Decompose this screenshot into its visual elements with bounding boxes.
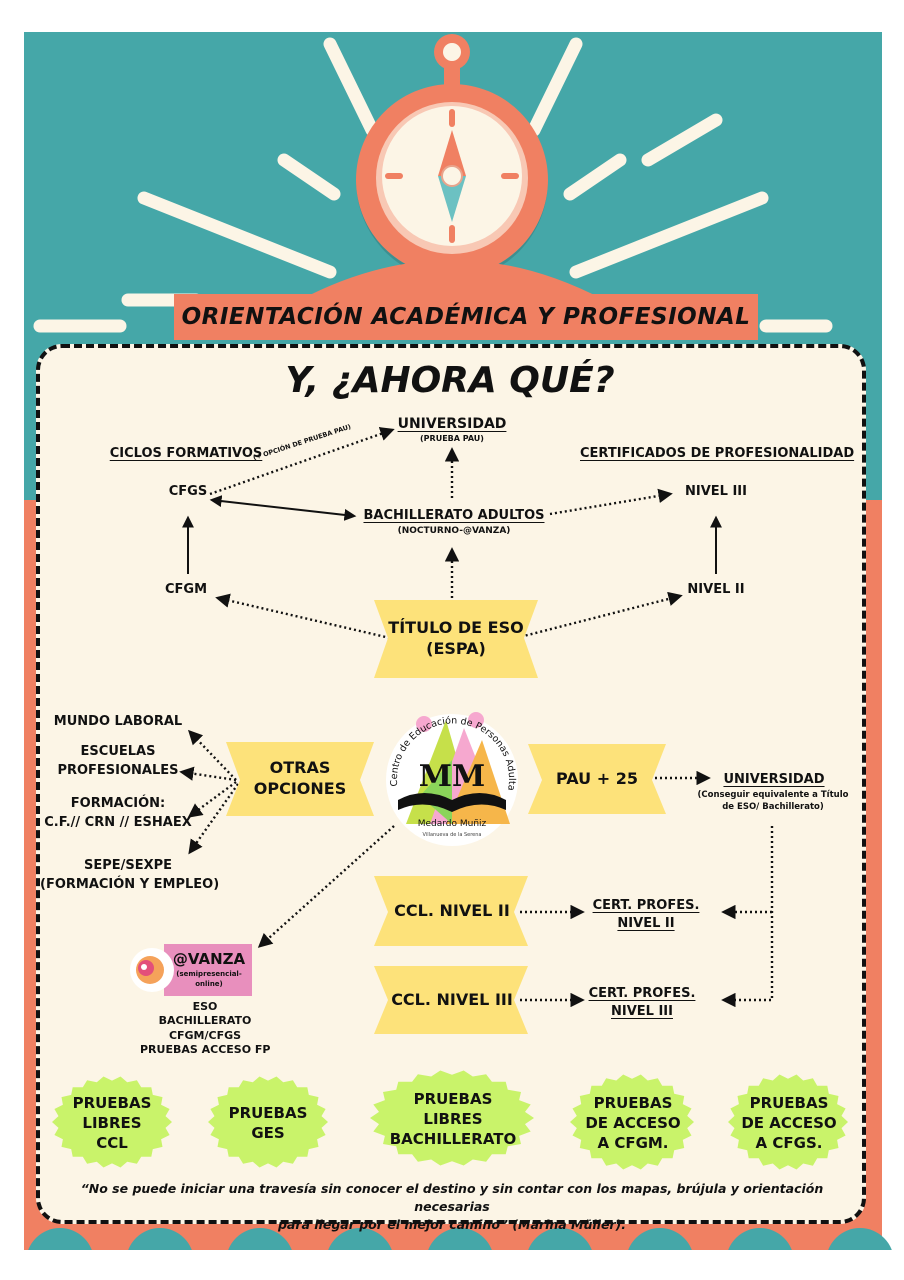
sepe-line1: SEPE/SEXPE — [83, 858, 173, 873]
pruebas-line: CCL — [96, 1134, 128, 1153]
pruebas-line: PRUEBAS — [593, 1093, 673, 1112]
otras-line1: OTRAS — [269, 758, 331, 778]
burst-cfgs — [728, 1074, 848, 1170]
arrow-cfgs-universidad — [209, 427, 395, 496]
vanza-item: BACHILLERATO — [158, 1014, 252, 1028]
logo-town: Villanueva de la Serena — [423, 832, 482, 838]
arrow-otras-escuelas — [179, 766, 237, 782]
pruebas-line: BACHILLERATO — [389, 1130, 517, 1149]
nivel3-label: NIVEL III — [685, 484, 747, 499]
arrow-bachillerato-nivel3 — [549, 488, 673, 516]
sun-rays — [33, 37, 833, 333]
titulo-eso-text: TÍTULO DE ESO (ESPA) — [384, 608, 528, 670]
title-banner: ORIENTACIÓN ACADÉMICA Y PROFESIONAL — [174, 294, 758, 340]
pruebas-line: LIBRES — [82, 1113, 142, 1132]
pruebas-line: A CFGM. — [597, 1134, 669, 1153]
pau25-text: PAU + 25 — [556, 768, 638, 788]
vanza-title: @VANZA — [172, 950, 246, 968]
pruebas-line: PRUEBAS — [72, 1093, 152, 1112]
page-title: ORIENTACIÓN ACADÉMICA Y PROFESIONAL — [181, 304, 751, 330]
pruebas-line: LIBRES — [423, 1109, 483, 1128]
ciclos-formativos-heading: CICLOS FORMATIVOS — [109, 446, 263, 461]
otras-opciones-text: OTRAS OPCIONES — [236, 746, 364, 812]
bachillerato-label: BACHILLERATO ADULTOS — [363, 508, 545, 523]
arrow-logo-vanza — [257, 825, 395, 948]
cert3-line1: CERT. PROFES. — [588, 986, 696, 1001]
mundo-laboral: MUNDO LABORAL — [53, 714, 183, 729]
cfgs-label: CFGS — [168, 484, 208, 499]
vanza-item: CFGM/CFGS — [168, 1028, 242, 1042]
cfgm-label: CFGM — [164, 582, 208, 597]
ribbon-shapes — [226, 600, 666, 1034]
pruebas-line: PRUEBAS — [228, 1103, 308, 1122]
pruebas-bursts — [52, 1070, 848, 1170]
vanza-sub1: (semipresencial- — [176, 970, 242, 978]
arrow-eso-cfgm — [215, 593, 391, 640]
vanza-item: ESO — [192, 1000, 218, 1013]
logo-mark: MM — [419, 759, 485, 794]
pruebas-line: PRUEBAS — [413, 1089, 493, 1108]
otras-line2: OPCIONES — [253, 779, 347, 798]
pruebas-ges: PRUEBAS GES — [212, 1080, 324, 1166]
cert3-line2: NIVEL III — [611, 1004, 673, 1019]
ribbon-pau25 — [528, 744, 666, 814]
pruebas-line: PRUEBAS — [749, 1093, 829, 1112]
headline: Y, ¿AHORA QUÉ? — [285, 360, 615, 401]
arrow-otras-sepe — [188, 783, 239, 855]
escuelas-line2: PROFESIONALES — [57, 763, 179, 778]
pruebas-cfgs: PRUEBAS DE ACCESO A CFGS. — [730, 1080, 848, 1166]
titulo-eso-line1: TÍTULO DE ESO — [388, 618, 524, 638]
pruebas-line: DE ACCESO — [741, 1113, 837, 1132]
arrow-universidad-cert3 — [721, 826, 774, 1008]
ribbon-titulo-eso — [374, 600, 538, 678]
pruebas-line: GES — [251, 1124, 285, 1142]
escuelas-line1: ESCUELAS — [80, 744, 156, 759]
pruebas-cfgm: PRUEBAS DE ACCESO A CFGM. — [574, 1080, 692, 1166]
pau-note-line1: (Conseguir equivalente a Título — [697, 790, 849, 800]
prueba-pau: (PRUEBA PAU) — [420, 434, 484, 443]
pruebas-line: DE ACCESO — [585, 1113, 681, 1132]
pau-note-line2: de ESO/ Bachillerato) — [722, 802, 824, 812]
vanza-item: PRUEBAS ACCESO FP — [140, 1042, 271, 1056]
arrow-otras-mundo — [188, 729, 237, 781]
compass-icon — [356, 34, 548, 280]
ribbon-ccl3 — [374, 966, 528, 1034]
nivel2-label: NIVEL II — [687, 582, 745, 597]
ccl-nivel2-text: CCL. NIVEL II — [394, 900, 510, 920]
arrow-cfgs-bachillerato — [209, 495, 357, 521]
arrow-eso-nivel2 — [515, 591, 683, 640]
quote-line2: para llegar por el mejor camino” (Marina… — [277, 1217, 627, 1233]
formacion-line1: FORMACIÓN: — [70, 796, 166, 811]
pruebas-line: A CFGS. — [755, 1134, 823, 1153]
ccl-nivel3-text: CCL. NIVEL III — [391, 989, 513, 1009]
bachillerato-sub: (NOCTURNO-@VANZA) — [397, 526, 511, 536]
pruebas-ccl: PRUEBAS LIBRES CCL — [56, 1080, 168, 1166]
pruebas-bachillerato: PRUEBAS LIBRES BACHILLERATO — [378, 1076, 528, 1162]
quote-line1: “No se puede iniciar una travesía sin co… — [80, 1181, 824, 1215]
ribbon-ccl2 — [374, 876, 528, 946]
formacion-line2: C.F.// CRN // ESHAEX — [44, 815, 192, 830]
certificados-heading: CERTIFICADOS DE PROFESIONALIDAD — [580, 446, 855, 461]
vanza-badge — [130, 944, 252, 996]
ribbon-otras-opciones — [226, 742, 374, 816]
burst-ges — [208, 1076, 328, 1168]
universidad-pau: UNIVERSIDAD — [723, 772, 825, 787]
logo-name: Medardo Muñiz — [418, 819, 487, 829]
footer-quote: “No se puede iniciar una travesía sin co… — [70, 1180, 834, 1234]
burst-bachillerato — [370, 1070, 534, 1166]
vanza-items: ESO BACHILLERATO CFGM/CFGS PRUEBAS ACCES… — [140, 1000, 270, 1057]
titulo-eso-line2: (ESPA) — [426, 639, 486, 658]
cert2-line1: CERT. PROFES. — [592, 898, 700, 913]
sepe-line2: (FORMACIÓN Y EMPLEO) — [40, 877, 220, 892]
vanza-sub2: online) — [195, 980, 223, 988]
burst-cfgm — [570, 1074, 694, 1170]
burst-ccl — [52, 1076, 172, 1168]
cert2-line2: NIVEL II — [617, 916, 675, 931]
universidad-top: UNIVERSIDAD — [397, 416, 507, 432]
